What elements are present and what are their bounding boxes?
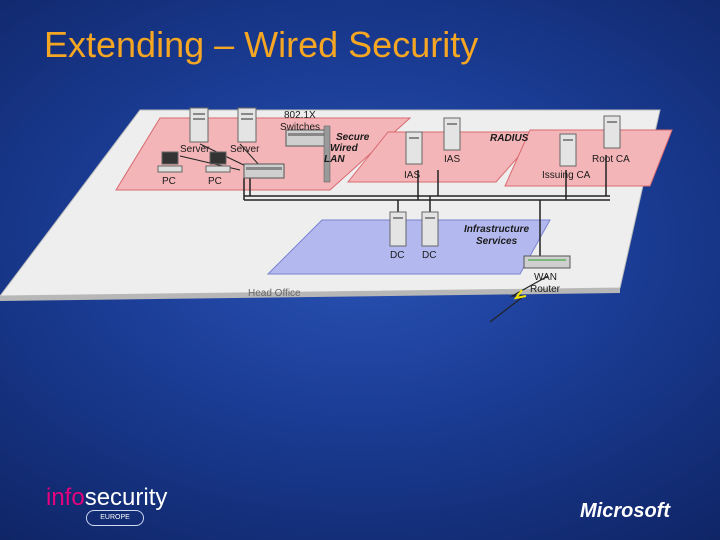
switch-device-2: [243, 163, 285, 179]
router-icon: [523, 255, 571, 269]
logo-security-part: security: [84, 484, 168, 511]
server-label: Server: [230, 144, 260, 155]
dc-label: DC: [422, 250, 436, 261]
pc-icon: [157, 151, 183, 173]
radius-label: RADIUS: [490, 133, 529, 144]
pc-label: PC: [208, 176, 222, 187]
radius-zone: [346, 131, 542, 183]
ias-server-icon: [405, 131, 423, 165]
pc-icon: [205, 151, 231, 173]
microsoft-logo: Microsoft: [580, 500, 670, 522]
server-label: Server: [180, 144, 210, 155]
floor-edge: [0, 288, 620, 301]
dc-server-icon: [421, 211, 439, 247]
ca-zone: [504, 129, 673, 187]
infosecurity-logo: infosecurity: [46, 484, 167, 512]
server-icon: [237, 107, 257, 143]
root-ca-server-icon: [603, 115, 621, 149]
dc-server-icon: [389, 211, 407, 247]
issuing-ca-server-icon: [559, 133, 577, 167]
dc-label: DC: [390, 250, 404, 261]
ias-label: IAS: [444, 154, 460, 165]
ias-label: IAS: [404, 170, 420, 181]
server-icon: [189, 107, 209, 143]
root-ca-label: Root CA: [592, 154, 630, 165]
head-office-label: Head Office: [248, 288, 301, 299]
logo-info-part: info: [46, 484, 85, 511]
issuing-ca-label: Issuing CA: [542, 170, 591, 181]
pc-label: PC: [162, 176, 176, 187]
logo-europe-badge: EUROPE: [86, 510, 144, 526]
infrastructure-zone: [266, 219, 551, 275]
slide-title: Extending – Wired Security: [44, 24, 479, 65]
ias-server-icon: [443, 117, 461, 151]
